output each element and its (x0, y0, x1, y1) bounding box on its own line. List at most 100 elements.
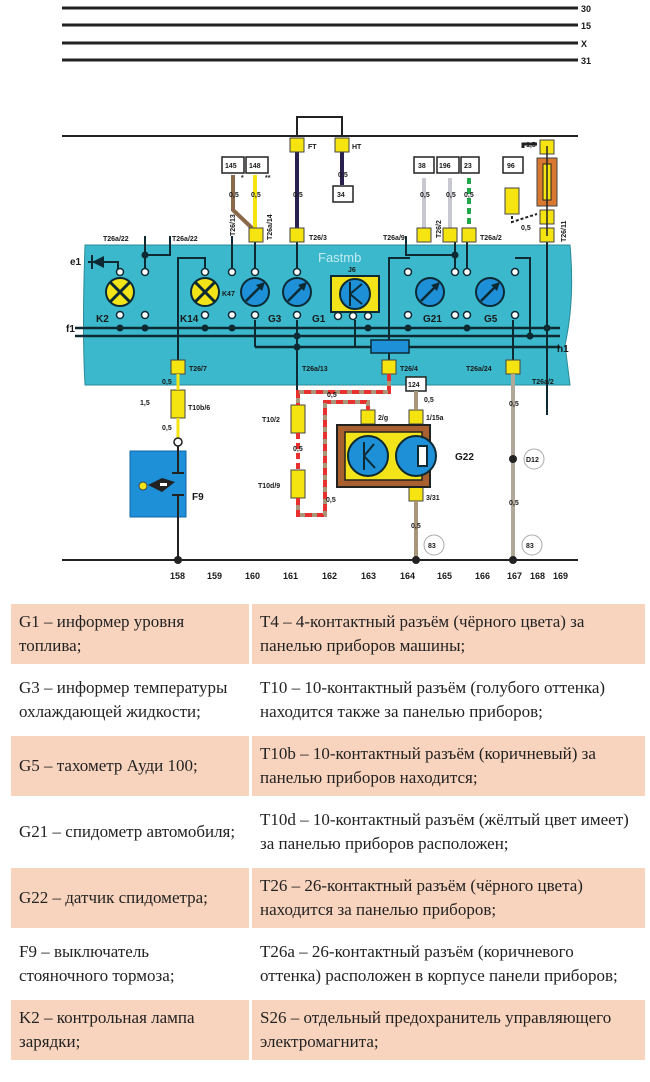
legend-table: G1 – информер уровня топлива;T4 – 4-конт… (8, 598, 648, 1066)
svg-text:0,5: 0,5 (338, 172, 348, 179)
reference-boxes (221, 156, 524, 392)
svg-text:1,5: 1,5 (140, 400, 150, 407)
label-k2: K2 (96, 314, 109, 325)
legend-component: G5 – тахометр Ауди 100; (11, 736, 249, 796)
box-196: 196 (439, 163, 451, 170)
switch-f9 (129, 437, 187, 560)
junction-dots (116, 251, 551, 351)
legend-row: G5 – тахометр Ауди 100;T10b – 10-контакт… (11, 736, 645, 796)
label-t26a-22-right: T26a/22 (172, 236, 198, 243)
label-t26a-24: T26a/24 (466, 366, 492, 373)
svg-text:0,5: 0,5 (326, 497, 336, 504)
label-f9: F9 (192, 492, 204, 503)
box-38: 38 (418, 163, 426, 170)
column-number: 163 (361, 571, 376, 581)
column-number: 168 (530, 571, 545, 581)
gauge-g1 (282, 277, 312, 307)
box-96: 96 (507, 163, 515, 170)
svg-text:0,5: 0,5 (251, 192, 261, 199)
watermark: Fastmb (318, 250, 361, 265)
svg-text:0,5: 0,5 (509, 500, 519, 507)
label-t26a-2-bottom: T26a/2 (532, 379, 554, 386)
label-t26-3: T26/3 (309, 235, 327, 242)
legend-component: K2 – контрольная лампа зарядки; (11, 1000, 249, 1060)
resistor (370, 339, 410, 354)
label-f1: f1 (66, 324, 75, 335)
svg-text:0,5: 0,5 (327, 392, 337, 399)
svg-text:0,5: 0,5 (464, 192, 474, 199)
box-145: 145 (225, 163, 237, 170)
wiring-diagram: 30 15 X 31 e1 f1 h1 (62, 4, 591, 581)
bus-label-30: 30 (581, 4, 591, 14)
d12-marker (523, 448, 545, 470)
legend-component: F9 – выключатель стояночного тормоза; (19, 942, 175, 985)
bus-label-31: 31 (581, 56, 591, 66)
svg-text:0,5: 0,5 (162, 379, 172, 386)
gauge-g3 (240, 277, 270, 307)
ground-label-164: 83 (428, 543, 436, 550)
ground-marker-167 (521, 534, 543, 556)
label-t26-11: T26/11 (561, 220, 568, 242)
label-g22: G22 (455, 452, 474, 463)
label-g5: G5 (484, 314, 498, 325)
box-124: 124 (408, 382, 420, 389)
label-t10d-9: T10d/9 (258, 483, 280, 490)
label-e1: e1 (70, 257, 82, 268)
power-bus-lines (62, 6, 578, 62)
ground-junctions (174, 556, 517, 564)
label-t26-4: T26/4 (400, 366, 418, 373)
column-number: 160 (245, 571, 260, 581)
mark-star: * (241, 175, 244, 182)
label-t10-2: T10/2 (262, 417, 280, 424)
gauge-g21 (415, 277, 445, 307)
sensor-g22 (336, 424, 437, 488)
lower-wire-sizes: 0,5 1,5 0,5 0,5 0,5 0,5 0,5 0,5 0,5 0,5 (140, 379, 519, 530)
column-number: 161 (283, 571, 298, 581)
terminals (115, 267, 520, 321)
svg-text:0,5: 0,5 (420, 192, 430, 199)
svg-text:0,5: 0,5 (229, 192, 239, 199)
svg-text:0,5: 0,5 (293, 192, 303, 199)
mark-double-star: ** (265, 175, 271, 182)
label-t10b-6: T10b/6 (188, 405, 210, 412)
label-ht: HT (352, 144, 362, 151)
label-g22-2g: 2/g (378, 415, 388, 422)
legend-row: G22 – датчик спидометра;T26 – 26-контакт… (11, 868, 645, 928)
legend-connector: T10b – 10-контактный разъём (коричневый)… (252, 736, 645, 796)
column-number: 159 (207, 571, 222, 581)
svg-text:0,5: 0,5 (411, 523, 421, 530)
ft-ht-loop (296, 116, 343, 136)
legend-component: G21 – спидометр автомобиля; (19, 822, 236, 841)
legend-row: F9 – выключатель стояночного тормоза; T26… (11, 934, 645, 994)
label-ft: FT (308, 144, 317, 151)
lamp-k2 (105, 277, 135, 307)
label-h1: h1 (557, 344, 569, 355)
svg-text:1,5: 1,5 (526, 142, 536, 149)
ground-label-167: 83 (526, 543, 534, 550)
legend-connector: S26 – отдельный предохранитель управляющ… (252, 1000, 645, 1060)
gauge-g5 (475, 277, 505, 307)
column-number: 169 (553, 571, 568, 581)
label-t26a-9: T26a/9 (383, 235, 405, 242)
legend-row: K2 – контрольная лампа зарядки;S26 – отд… (11, 1000, 645, 1060)
column-number: 166 (475, 571, 490, 581)
box-23: 23 (464, 163, 472, 170)
svg-text:0,5: 0,5 (162, 425, 172, 432)
label-k14: K14 (180, 314, 199, 325)
junction-d12 (509, 455, 517, 463)
ground-marker-164 (423, 534, 445, 556)
legend-row: G3 – информер температуры охлаждающей жи… (11, 670, 645, 730)
svg-text:0,5: 0,5 (446, 192, 456, 199)
column-number: 164 (400, 571, 415, 581)
label-t26-7: T26/7 (189, 366, 207, 373)
lower-wires (176, 374, 515, 560)
lamp-k14 (190, 277, 220, 307)
label-t26a-14: T26a/14 (267, 214, 274, 240)
label-t26-2: T26/2 (436, 220, 443, 238)
svg-text:0,5: 0,5 (424, 397, 434, 404)
box-34: 34 (337, 192, 345, 199)
label-g1: G1 (312, 314, 326, 325)
legend-connector: T26a – 26-контактный разъём (коричневого… (260, 942, 618, 985)
label-g22-3-31: 3/31 (426, 495, 440, 502)
label-g3: G3 (268, 314, 282, 325)
